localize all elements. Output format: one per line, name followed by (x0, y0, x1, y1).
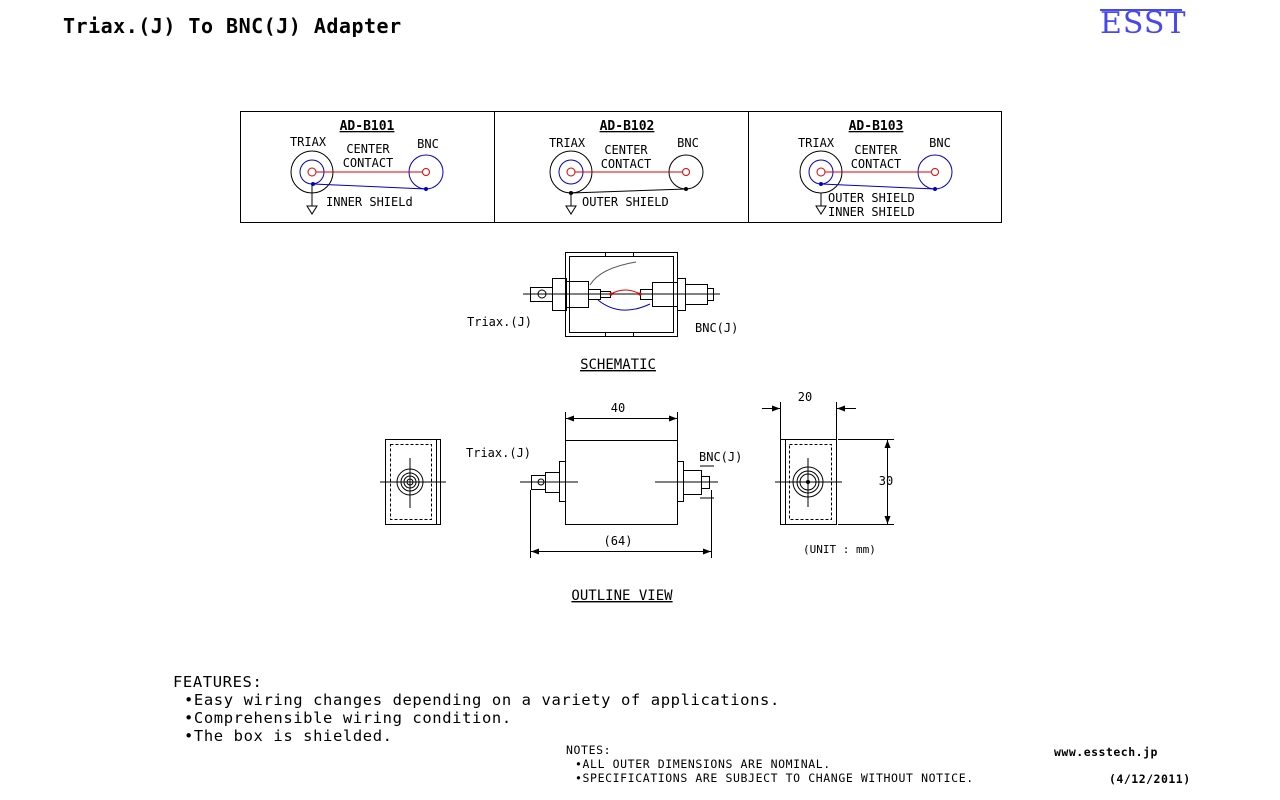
outline-front-view (520, 412, 718, 558)
variant-ad-b101: AD-B101 TRIAX CENTER CONTACT BNC INNER S… (290, 119, 444, 215)
side-dimension-arrows (772, 405, 891, 524)
feature-item: •The box is shielded. (184, 727, 393, 745)
schematic-drawing (523, 252, 720, 337)
total-length-dimension: (64) (604, 534, 633, 548)
feature-item: •Easy wiring changes depending on a vari… (184, 691, 780, 709)
outline-bnc-label: BNC(J) (699, 450, 742, 464)
inner-shield-label: INNER SHIELD (828, 205, 915, 219)
website-link[interactable]: www.esstech.jp (1054, 745, 1158, 759)
triax-label: TRIAX (549, 136, 586, 150)
shield-label: INNER SHIELd (326, 195, 413, 209)
outline-left-view (380, 439, 446, 525)
unit-label: (UNIT : mm) (803, 543, 876, 556)
note-item: •ALL OUTER DIMENSIONS ARE NOMINAL. (575, 757, 831, 771)
wiring-table (240, 111, 1002, 223)
shield-label: OUTER SHIELD (582, 195, 669, 209)
notes-heading: NOTES: (566, 743, 612, 757)
outline-triax-label: Triax.(J) (466, 446, 531, 460)
outline-right-view (762, 402, 894, 525)
contact-label: CONTACT (851, 157, 902, 171)
model-label: AD-B103 (849, 119, 904, 134)
model-label: AD-B101 (340, 119, 395, 134)
contact-label: CONTACT (601, 157, 652, 171)
variant-ad-b102: AD-B102 TRIAX CENTER CONTACT BNC OUTER S… (549, 119, 704, 215)
variant-ad-b103: AD-B103 TRIAX CENTER CONTACT BNC OUTER S… (798, 119, 953, 219)
outline-caption: OUTLINE VIEW (571, 588, 673, 604)
schematic-bnc-label: BNC(J) (695, 321, 738, 335)
height-dimension: 30 (879, 474, 893, 488)
schematic-triax-label: Triax.(J) (467, 315, 532, 329)
center-label: CENTER (346, 142, 390, 156)
width-dimension: 40 (611, 401, 625, 415)
outer-shield-label: OUTER SHIELD (828, 191, 915, 205)
triax-label: TRIAX (798, 136, 835, 150)
features-heading: FEATURES: (173, 673, 263, 691)
schematic-caption: SCHEMATIC (580, 357, 656, 373)
note-item: •SPECIFICATIONS ARE SUBJECT TO CHANGE WI… (575, 771, 974, 785)
logo-bar (1100, 9, 1182, 11)
triax-label: TRIAX (290, 135, 327, 149)
revision-date: (4/12/2011) (1109, 772, 1191, 786)
center-label: CENTER (604, 143, 648, 157)
dimension-arrows (531, 415, 711, 555)
bnc-label: BNC (929, 136, 951, 150)
esst-logo: ESST (1100, 6, 1187, 41)
page-title: Triax.(J) To BNC(J) Adapter (63, 14, 402, 38)
notes-section: NOTES: •ALL OUTER DIMENSIONS ARE NOMINAL… (566, 743, 974, 785)
bnc-label: BNC (677, 136, 699, 150)
model-label: AD-B102 (600, 119, 655, 134)
contact-label: CONTACT (343, 156, 394, 170)
feature-item: •Comprehensible wiring condition. (184, 709, 512, 727)
center-label: CENTER (854, 143, 898, 157)
features-section: FEATURES: •Easy wiring changes depending… (173, 673, 780, 745)
depth-dimension: 20 (798, 390, 812, 404)
bnc-label: BNC (417, 137, 439, 151)
